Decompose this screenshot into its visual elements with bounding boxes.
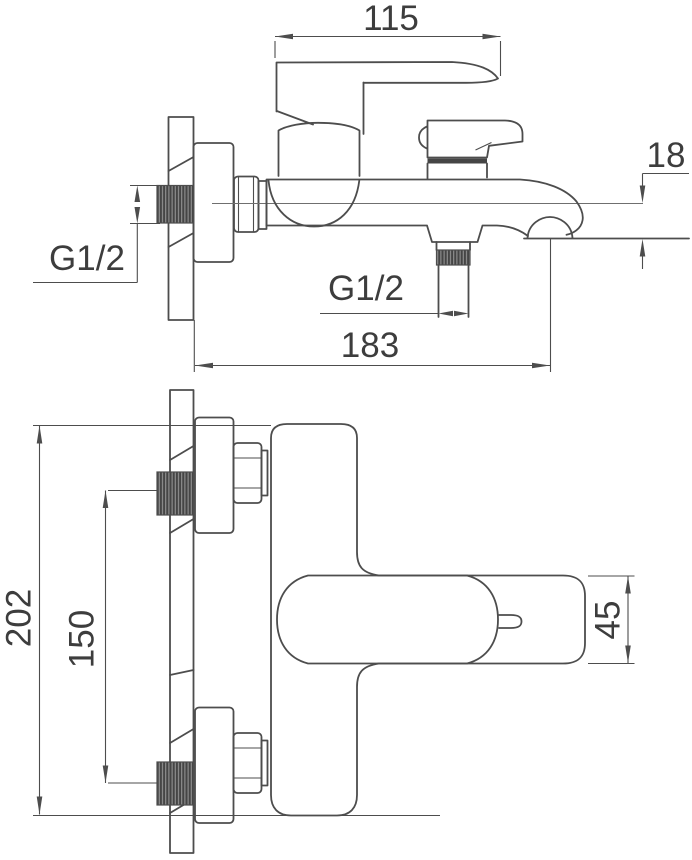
cartridge-sphere	[267, 179, 361, 228]
dim-overall-height: 202	[0, 424, 440, 817]
dim-spout-drop: 18	[639, 136, 689, 269]
union-nut-side	[233, 175, 260, 233]
thread-nipple-bottom	[156, 761, 195, 806]
dim-connection-spacing: 150	[63, 489, 157, 784]
diverter-band	[427, 158, 487, 164]
lever-handle	[275, 61, 499, 113]
union-nut-bottom	[232, 732, 263, 794]
dim-label-150: 150	[63, 610, 102, 668]
wall-plate-front	[169, 389, 195, 854]
dim-label-183: 183	[341, 326, 399, 365]
diverter-pointer	[475, 142, 492, 151]
dim-label-115: 115	[363, 0, 419, 38]
wall-hatch-marks	[167, 156, 195, 248]
wall-thread-nipple	[156, 184, 195, 224]
dim-body-width: 45	[588, 575, 635, 665]
dim-outlet-thread: G1/2	[320, 269, 469, 317]
escutcheon-bottom	[194, 706, 235, 824]
body-spout-top	[265, 178, 584, 236]
dim-wall-thread: G1/2	[33, 184, 160, 284]
union-collar-side	[257, 180, 268, 230]
handle-neck-lines	[275, 81, 365, 135]
faucet-body-front	[270, 423, 586, 817]
dim-label-18: 18	[647, 136, 686, 175]
aerator-dome	[523, 216, 690, 240]
dim-total-depth: 183	[193, 238, 552, 372]
dim-label-45: 45	[589, 601, 628, 640]
union-collar-top	[260, 449, 269, 497]
lever-pin-front	[498, 614, 523, 629]
thread-nipple-top	[156, 471, 195, 516]
diverter-cap	[426, 119, 524, 159]
union-nut-top	[232, 442, 263, 504]
body-underside	[265, 224, 529, 243]
side-view: 115 18 G1/2 G1/2 183	[33, 0, 690, 372]
escutcheon-side	[192, 142, 235, 263]
dim-label-g12-wall: G1/2	[49, 239, 125, 278]
dim-label-g12-outlet: G1/2	[328, 269, 404, 308]
front-view: 202 150 45	[0, 389, 635, 854]
dim-handle-length: 115	[274, 0, 502, 76]
cartridge-cap	[277, 121, 361, 177]
cartridge-dome-front	[276, 574, 499, 665]
outlet-thread	[435, 249, 471, 266]
nut-chamfer-lines	[237, 177, 255, 232]
union-collar-bottom	[260, 739, 269, 787]
diverter-base	[418, 125, 428, 150]
outlet-neck	[435, 241, 471, 251]
escutcheon-top	[194, 416, 235, 534]
outlet-pipe	[437, 264, 470, 318]
diverter-stem	[426, 162, 488, 180]
wall-hatch-marks-front	[169, 445, 195, 814]
dim-label-202: 202	[0, 589, 39, 647]
